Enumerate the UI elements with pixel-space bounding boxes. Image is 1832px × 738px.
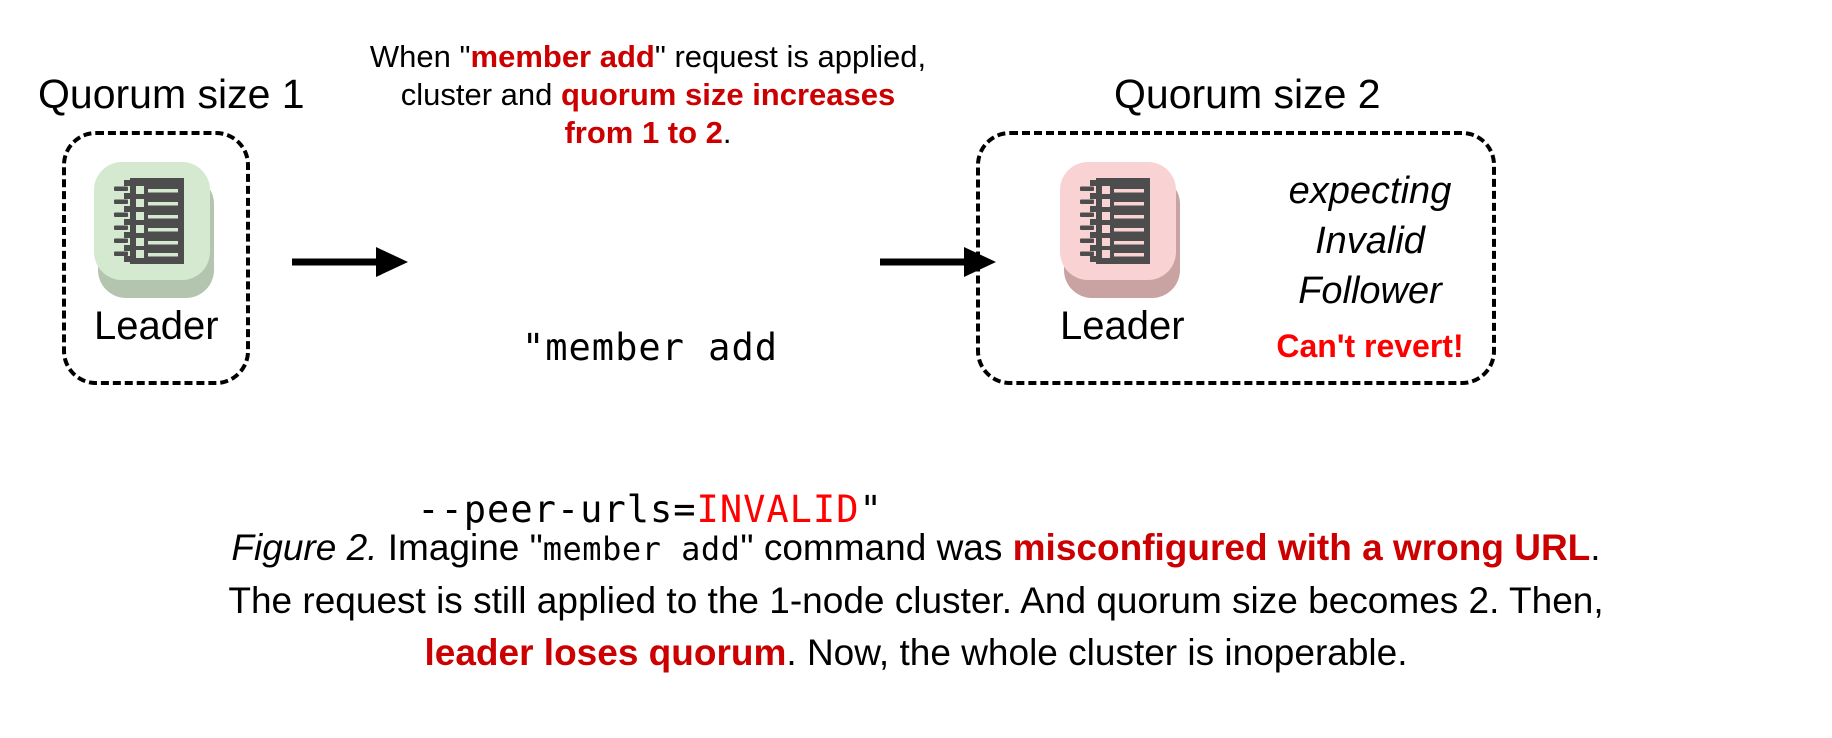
status-line-expecting: expecting [1288, 170, 1452, 212]
right-leader-node: Leader [1060, 162, 1185, 348]
arrow-right-icon-left [292, 247, 408, 277]
right-cluster-status: expecting Invalid Follower Can't revert! [1250, 166, 1490, 362]
command-text: "member add --peer-urls=INVALID" [400, 213, 900, 645]
status-warning-cant-revert: Can't revert! [1276, 328, 1464, 364]
node-glyph-icon [1080, 178, 1150, 264]
status-line-follower: Follower [1298, 270, 1442, 312]
caption-mono-member-add: member add [542, 530, 741, 568]
right-leader-label: Leader [1060, 304, 1185, 348]
annotation-em-quorum-increase: quorum size increases [561, 77, 896, 112]
annotation-em-from-1-to-2: from 1 to 2 [564, 115, 723, 150]
caption-figure-label: Figure 2. [231, 527, 378, 568]
left-cluster-box [62, 131, 250, 385]
left-cluster-title: Quorum size 1 [38, 71, 305, 117]
server-node-icon [94, 162, 218, 298]
server-node-icon [1060, 162, 1184, 298]
left-leader-node: Leader [94, 162, 219, 348]
caption-line-1: Figure 2. Imagine "member add" command w… [231, 527, 1601, 568]
command-line-1: "member add [521, 326, 779, 369]
caption-line-3: leader loses quorum. Now, the whole clus… [424, 632, 1408, 673]
left-leader-label: Leader [94, 304, 219, 348]
arrow-right-icon-right [880, 247, 996, 277]
caption-line-2: The request is still applied to the 1-no… [228, 580, 1604, 621]
caption-em-leader-loses-quorum: leader loses quorum [424, 632, 787, 673]
command-line-2: --peer-urls=INVALID" [417, 488, 883, 531]
annotation-em-member-add: member add [470, 39, 655, 74]
command-invalid-token: INVALID [696, 488, 860, 531]
figure-caption: Figure 2. Imagine "member add" command w… [0, 522, 1832, 679]
annotation-line-3: from 1 to 2. [564, 115, 732, 150]
right-cluster-box [976, 131, 1496, 385]
right-cluster-title: Quorum size 2 [1114, 71, 1381, 117]
annotation-line-1: When "member add" request is applied, [369, 39, 927, 74]
caption-em-misconfigured: misconfigured with a wrong URL [1012, 527, 1591, 568]
annotation-text: When "member add" request is applied, cl… [348, 38, 948, 152]
status-line-invalid: Invalid [1315, 220, 1425, 262]
annotation-line-2: cluster and quorum size increases [400, 77, 896, 112]
node-glyph-icon [114, 178, 184, 264]
